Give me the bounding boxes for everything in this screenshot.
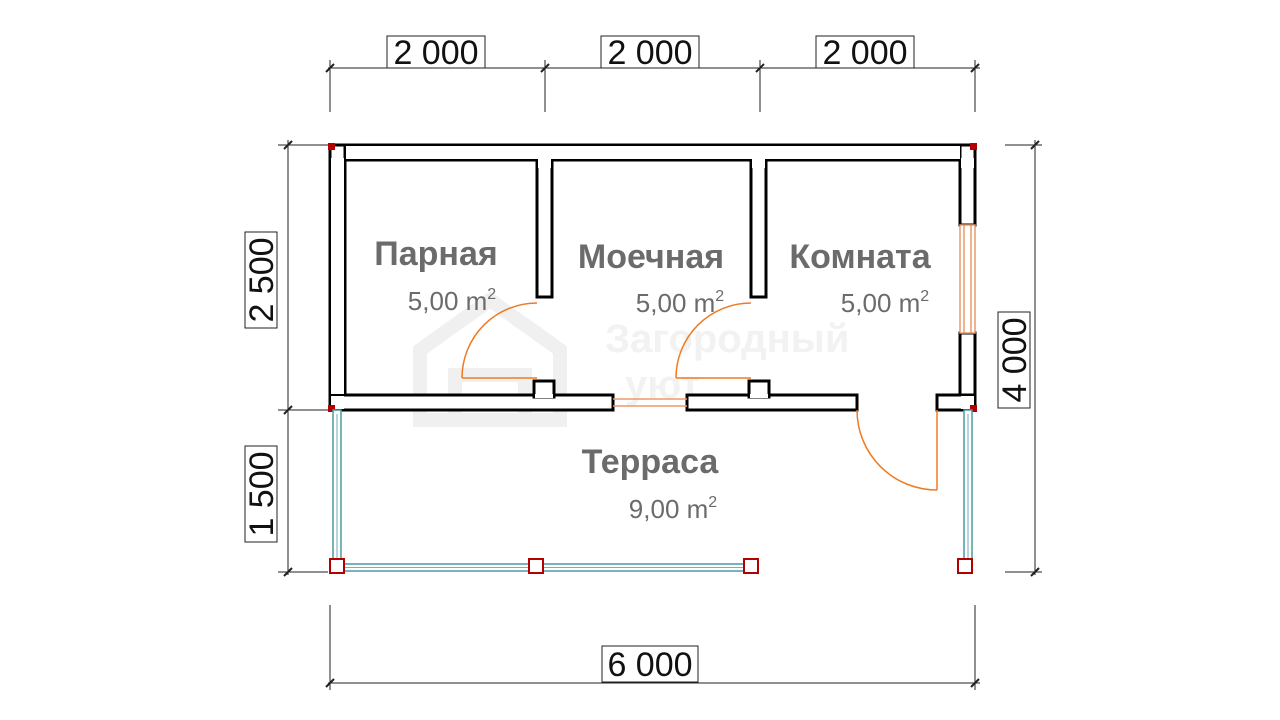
room-name-living: Комната (789, 238, 931, 276)
room-area-terrace: 9,00 m2 (629, 494, 718, 524)
room-area-wash-value: 5,00 m (636, 288, 716, 318)
dim-text-top-1: 2 000 (393, 34, 478, 72)
wall-joints (331, 146, 974, 409)
dim-label-top-2: 2 000 (600, 34, 700, 72)
wall-bottom-seg-1 (328, 393, 615, 412)
dim-text-left-upper: 2 500 (243, 237, 281, 322)
room-area-wash: 5,00 m2 (636, 288, 725, 318)
room-steam: Парная 5,00 m2 (374, 235, 497, 316)
window-right (959, 224, 976, 334)
room-name-terrace: Терраса (582, 443, 720, 481)
room-area-wash-sup: 2 (715, 288, 724, 305)
wall-right-upper (958, 143, 977, 227)
door-swings (461, 302, 938, 491)
room-area-steam: 5,00 m2 (408, 286, 497, 316)
room-wash: Моечная 5,00 m2 (578, 238, 724, 318)
door-swing-wash-room (675, 302, 752, 379)
corner-markers (328, 143, 977, 412)
dim-label-top-3: 2 000 (815, 34, 915, 72)
dim-text-left-lower: 1 500 (243, 451, 281, 536)
room-area-terrace-sup: 2 (708, 494, 717, 511)
post-3 (743, 558, 759, 574)
door-swing-steam-room (461, 302, 538, 379)
room-area-terrace-value: 9,00 m (629, 494, 709, 524)
room-area-living-value: 5,00 m (841, 288, 921, 318)
room-name-wash: Моечная (578, 238, 724, 276)
room-area-living-sup: 2 (920, 288, 929, 305)
post-1 (329, 558, 345, 574)
wall-partition-2 (749, 143, 768, 299)
post-4 (957, 558, 973, 574)
terrace-railings (332, 409, 973, 572)
room-area-steam-sup: 2 (487, 286, 496, 303)
post-2 (528, 558, 544, 574)
room-living: Комната 5,00 m2 (789, 238, 931, 318)
dim-label-bottom: 6 000 (601, 645, 699, 684)
dim-text-bottom: 6 000 (607, 646, 692, 684)
room-area-living: 5,00 m2 (841, 288, 930, 318)
room-name-steam: Парная (374, 235, 497, 273)
dim-label-top-1: 2 000 (386, 34, 486, 72)
dim-label-right: 4 000 (996, 311, 1034, 409)
terrace-posts (329, 558, 973, 574)
dim-label-left-lower: 1 500 (243, 445, 281, 543)
room-terrace: Терраса 9,00 m2 (582, 443, 720, 524)
dim-label-left-upper: 2 500 (243, 231, 281, 329)
dim-text-right: 4 000 (996, 317, 1034, 402)
dim-text-top-2: 2 000 (607, 34, 692, 72)
dimension-ticks (283, 63, 1040, 688)
dim-text-top-3: 2 000 (822, 34, 907, 72)
watermark-line1: Загородный (605, 317, 850, 361)
wall-partition-1 (535, 143, 554, 299)
room-area-steam-value: 5,00 m (408, 286, 488, 316)
door-swing-room (856, 409, 938, 491)
wall-bottom-seg-2 (685, 393, 859, 412)
opening-terrace (613, 398, 687, 407)
